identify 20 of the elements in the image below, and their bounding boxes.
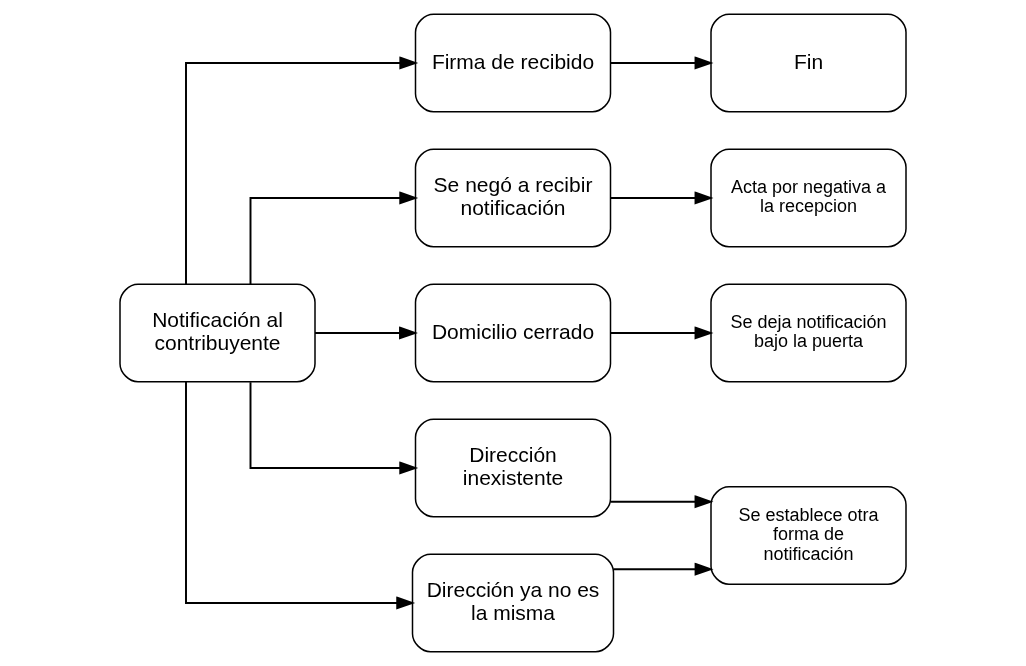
arrow xyxy=(314,326,418,340)
node-box: Dirección ya no es la misma xyxy=(411,553,615,653)
arrow xyxy=(609,191,714,205)
node-box: Notificación al contribuyente xyxy=(119,283,316,383)
node-box: Acta por negativa a la recepcion xyxy=(710,148,907,248)
node-box: Se establece otra forma de notificación xyxy=(710,486,907,585)
node-box: Se negó a recibir notificación xyxy=(414,148,612,248)
node-box: Fin xyxy=(710,13,907,113)
arrow xyxy=(609,56,714,70)
arrow xyxy=(249,191,419,285)
node-box: Firma de recibido xyxy=(414,13,612,113)
arrow xyxy=(185,56,419,286)
node-box: Dirección inexistente xyxy=(414,418,612,518)
node-box: Se deja notificación bajo la puerta xyxy=(710,283,907,383)
arrow xyxy=(249,381,419,475)
arrow xyxy=(612,562,714,576)
arrow xyxy=(609,495,714,509)
arrow xyxy=(185,380,416,610)
node-box: Domicilio cerrado xyxy=(414,283,612,383)
arrow xyxy=(609,326,714,340)
